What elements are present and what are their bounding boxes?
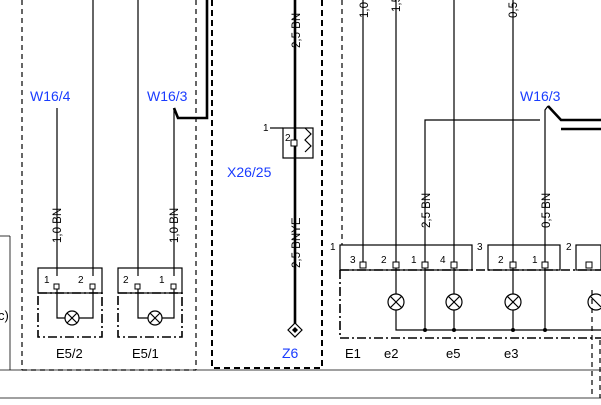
pin-label: 2	[498, 255, 504, 266]
wire-e5	[424, 119, 540, 262]
wire-spec-9: 0,5 BN	[541, 193, 553, 228]
wire-spec-2: 1,0 BN	[169, 208, 181, 243]
wire-e3-1	[544, 105, 549, 262]
ground-bus	[395, 310, 601, 331]
pin-label: 1	[411, 255, 417, 266]
bold-wire-right	[547, 105, 601, 122]
wire-spec-5: 1,0	[359, 2, 371, 18]
label-e1: E1	[345, 346, 361, 361]
e52-housing	[37, 292, 103, 338]
pin-label: 4	[440, 255, 446, 266]
e2-lamp-icon	[387, 293, 405, 311]
wire-spec-4: 2,5 BNYE	[291, 217, 303, 268]
pin-label: 3	[350, 255, 356, 266]
e1-connector-a	[339, 244, 473, 271]
wire-spec-6: 1,5	[391, 0, 403, 12]
wire-spec-1: 1,0 BN	[52, 208, 64, 243]
wire-spec-7: 0,5	[508, 2, 520, 18]
label-edge-c: c)	[0, 308, 9, 323]
pin-label: 2	[566, 242, 572, 253]
label-w16-3-right: W16/3	[520, 88, 561, 104]
e51-connector	[117, 267, 183, 294]
pin-label: 2	[123, 275, 129, 286]
wire-spec-8: 2,5 BN	[421, 193, 433, 228]
pin-label: 1	[263, 123, 269, 134]
e51-housing	[117, 292, 183, 338]
bold-wire-w163	[172, 0, 209, 120]
e1-lamp-icon-right	[587, 293, 601, 311]
pin-label: 3	[477, 242, 483, 253]
x26-frame	[211, 0, 323, 369]
label-w16-4: W16/4	[30, 88, 71, 104]
label-z6: Z6	[282, 345, 299, 361]
e1-housing	[339, 270, 601, 339]
pin-label: 2	[381, 255, 387, 266]
e1-connector-c	[575, 244, 601, 271]
label-w16-3-left: W16/3	[147, 88, 188, 104]
x26-connector	[282, 127, 314, 159]
e52-connector	[37, 267, 103, 294]
pin-label: 1	[532, 255, 538, 266]
wire-spec-3: 2,5 BN	[291, 13, 303, 48]
pin-label: 1	[159, 275, 165, 286]
label-e5: e5	[446, 346, 460, 361]
label-x26-25: X26/25	[227, 164, 272, 180]
pin-label: 1	[330, 242, 336, 253]
label-e5-1: E5/1	[132, 346, 159, 361]
pin-label: 2	[285, 133, 291, 144]
e5-lamp-icon	[445, 293, 463, 311]
label-e5-2: E5/2	[56, 346, 83, 361]
pin-label: 1	[44, 275, 50, 286]
label-e3: e3	[504, 346, 518, 361]
pin-label: 2	[78, 275, 84, 286]
label-e2: e2	[384, 346, 398, 361]
e3-lamp-icon	[504, 293, 522, 311]
